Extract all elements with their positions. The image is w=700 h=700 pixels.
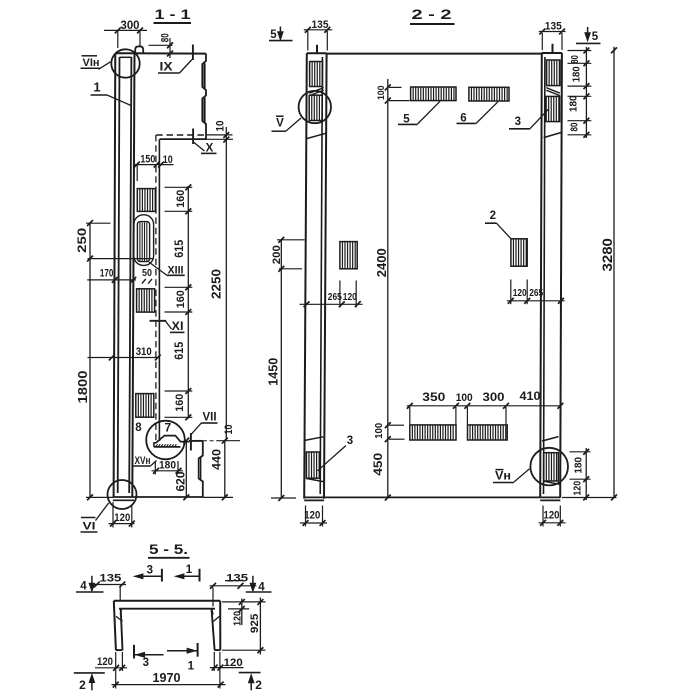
svg-text:615: 615 <box>172 240 186 258</box>
svg-text:IX: IX <box>160 62 173 74</box>
svg-text:3: 3 <box>347 435 353 447</box>
svg-text:160: 160 <box>175 290 187 308</box>
svg-text:XVн: XVн <box>135 455 151 467</box>
svg-text:Vн: Vн <box>495 470 511 482</box>
svg-text:120: 120 <box>513 287 527 299</box>
svg-text:1800: 1800 <box>75 371 90 404</box>
svg-text:120: 120 <box>97 656 113 668</box>
svg-text:135: 135 <box>226 573 248 585</box>
svg-text:250: 250 <box>77 228 89 253</box>
svg-text:120: 120 <box>544 510 560 522</box>
svg-text:VIн: VIн <box>83 57 100 69</box>
svg-text:10: 10 <box>223 425 235 435</box>
svg-text:100: 100 <box>373 423 385 439</box>
svg-text:1450: 1450 <box>267 358 281 386</box>
svg-text:XIII: XIII <box>168 265 184 277</box>
svg-text:5: 5 <box>270 29 277 41</box>
svg-text:80: 80 <box>568 122 580 131</box>
svg-text:3: 3 <box>515 116 521 128</box>
svg-text:620: 620 <box>173 471 187 491</box>
svg-text:180: 180 <box>572 457 584 474</box>
svg-text:150: 150 <box>140 154 155 166</box>
svg-text:4: 4 <box>258 582 265 594</box>
svg-text:180: 180 <box>568 95 580 112</box>
svg-text:7: 7 <box>164 420 171 434</box>
svg-text:1: 1 <box>188 661 195 673</box>
svg-text:300: 300 <box>483 392 505 404</box>
svg-text:310: 310 <box>136 346 152 358</box>
svg-text:2: 2 <box>79 678 86 692</box>
svg-text:440: 440 <box>209 449 223 470</box>
svg-text:1: 1 <box>186 564 193 576</box>
svg-text:80: 80 <box>160 33 172 42</box>
svg-text:5: 5 <box>403 114 410 126</box>
svg-text:2 - 2: 2 - 2 <box>412 7 452 22</box>
svg-text:2: 2 <box>255 678 262 692</box>
svg-text:1: 1 <box>93 80 100 95</box>
svg-text:120: 120 <box>343 291 357 303</box>
svg-text:VI: VI <box>83 521 96 533</box>
svg-text:180: 180 <box>571 66 583 82</box>
svg-text:3: 3 <box>147 565 153 577</box>
svg-text:1 - 1: 1 - 1 <box>155 7 192 22</box>
svg-text:100: 100 <box>376 86 387 101</box>
svg-text:265: 265 <box>529 287 543 299</box>
svg-text:2400: 2400 <box>374 248 389 277</box>
svg-text:170: 170 <box>100 268 114 280</box>
svg-text:180: 180 <box>159 460 176 472</box>
svg-text:80: 80 <box>569 55 581 64</box>
svg-text:120: 120 <box>231 611 243 626</box>
svg-text:10: 10 <box>214 121 226 132</box>
svg-text:2250: 2250 <box>208 269 223 299</box>
svg-text:160: 160 <box>175 190 187 208</box>
svg-text:3: 3 <box>143 657 149 669</box>
svg-text:4: 4 <box>80 581 87 593</box>
svg-text:10: 10 <box>163 154 173 166</box>
svg-text:5: 5 <box>592 31 599 43</box>
svg-text:615: 615 <box>172 342 186 360</box>
svg-text:410: 410 <box>520 391 541 403</box>
svg-text:1970: 1970 <box>153 671 181 685</box>
svg-text:135: 135 <box>312 19 329 31</box>
svg-text:120: 120 <box>572 481 584 496</box>
svg-text:925: 925 <box>249 614 261 634</box>
svg-text:V: V <box>276 118 284 130</box>
svg-text:350: 350 <box>422 392 445 404</box>
svg-text:3280: 3280 <box>600 238 615 271</box>
svg-text:XI: XI <box>172 321 184 333</box>
svg-text:120: 120 <box>304 510 320 522</box>
svg-text:X: X <box>206 143 214 155</box>
svg-text:265: 265 <box>328 291 342 303</box>
svg-text:100: 100 <box>456 392 473 404</box>
svg-text:2: 2 <box>490 210 496 222</box>
svg-text:6: 6 <box>460 113 466 125</box>
svg-text:450: 450 <box>371 452 385 475</box>
svg-text:VII: VII <box>203 412 217 424</box>
svg-text:135: 135 <box>545 20 562 32</box>
svg-text:50: 50 <box>142 267 152 279</box>
svg-text:120: 120 <box>114 512 130 524</box>
svg-text:300: 300 <box>121 20 140 32</box>
svg-text:200: 200 <box>271 245 283 264</box>
svg-text:135: 135 <box>99 573 121 585</box>
svg-text:5 - 5.: 5 - 5. <box>149 542 188 557</box>
svg-text:160: 160 <box>174 394 186 412</box>
svg-text:8: 8 <box>135 422 142 434</box>
svg-text:120: 120 <box>224 657 243 669</box>
